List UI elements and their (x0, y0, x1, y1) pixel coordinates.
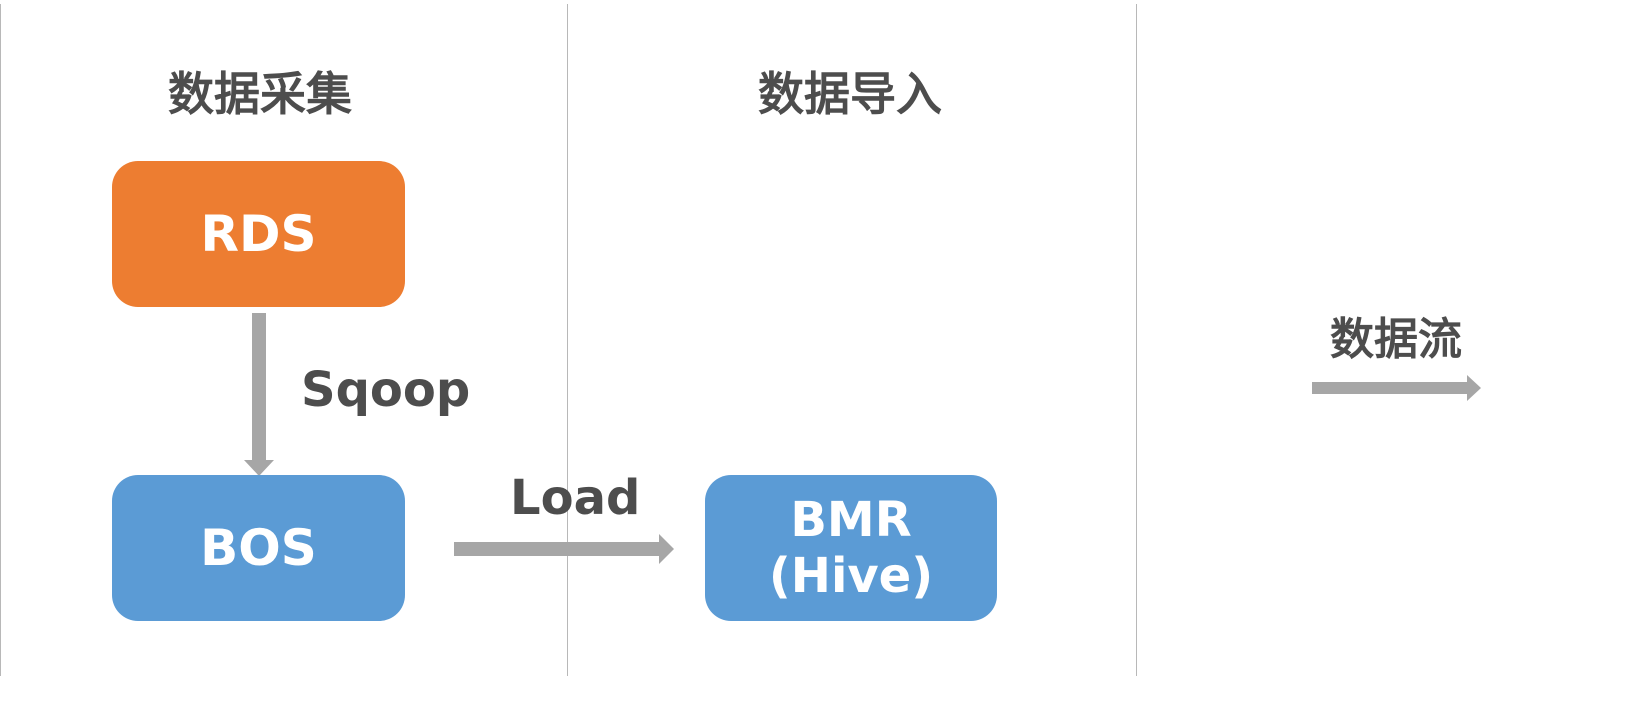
node-bmr-label-line2: (Hive) (768, 548, 934, 604)
arrow-bos-to-bmr (454, 534, 674, 564)
node-rds: RDS (112, 161, 405, 307)
legend-label-data-flow: 数据流 (1330, 314, 1462, 365)
edge-label-sqoop: Sqoop (301, 362, 471, 418)
legend-arrow (1312, 375, 1481, 401)
node-rds-label: RDS (200, 205, 317, 263)
node-bos: BOS (112, 475, 405, 621)
column-divider-left (0, 4, 1, 676)
node-bos-label: BOS (200, 519, 317, 577)
column-divider-middle (567, 4, 568, 676)
edge-label-load: Load (510, 470, 641, 526)
node-bmr-label-line1: BMR (790, 492, 912, 548)
arrow-rds-to-bos (244, 313, 274, 476)
section-title-import: 数据导入 (758, 67, 942, 121)
column-divider-right (1136, 4, 1137, 676)
section-title-collection: 数据采集 (168, 67, 352, 121)
node-bmr: BMR (Hive) (705, 475, 997, 621)
